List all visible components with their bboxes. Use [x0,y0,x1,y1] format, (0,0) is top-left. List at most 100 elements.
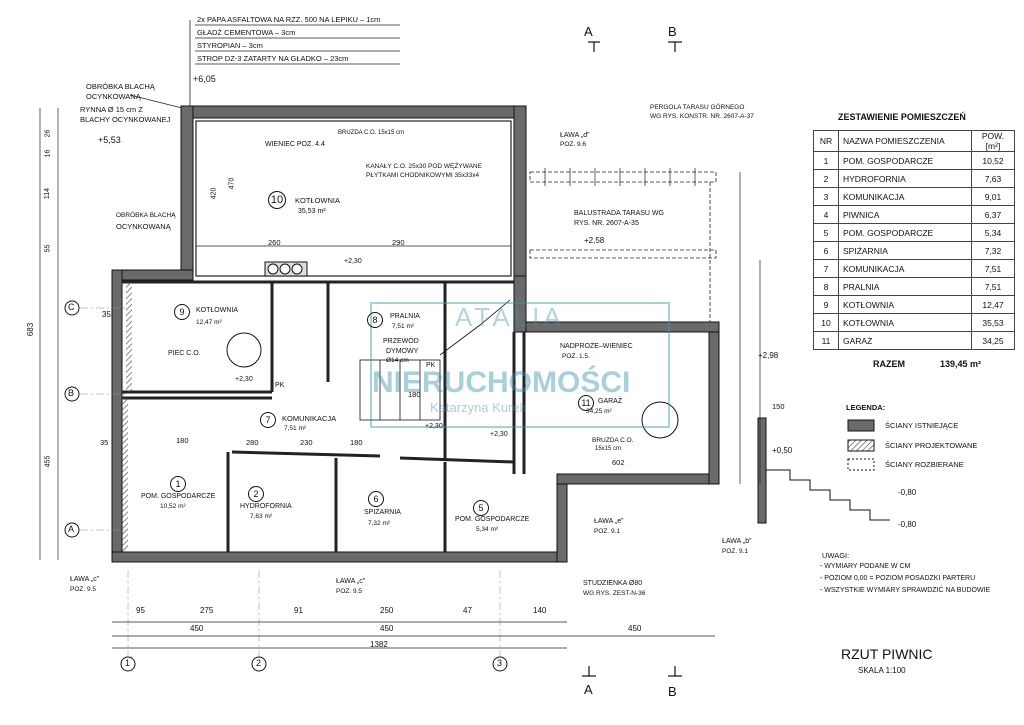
room2-name: HYDROFORNIA [240,503,292,510]
dim-b1-5: 140 [533,606,547,615]
drawing-title: RZUT PIWNIC [841,646,933,662]
walls [111,105,720,563]
room5-area: 5,34 m² [476,526,499,533]
dim-b1-1: 275 [200,606,214,615]
level-605: +6,05 [193,74,216,84]
watermark-line3: Katarzyna Kurek [430,400,527,415]
przewod-3: Ø14 cm [386,357,409,364]
summary-title: ZESTAWIENIE POMIESZCZEŃ [838,112,966,122]
level-050: +0,50 [772,446,793,455]
nadproze-2: POZ. 1.5. [562,353,590,360]
projected-walls-2 [126,282,132,392]
dim-left-2: 114 [44,187,52,200]
dim-602: 602 [612,458,625,467]
summary-cell-area: 34,25 [971,331,1015,350]
header-layer-2: GŁADŹ CEMENTOWA – 3cm [197,28,296,37]
lawa-e-2: POZ. 9.1 [594,528,621,535]
summary-cell-nr: 11 [813,331,839,350]
room10-area: 35,53 m² [298,208,326,215]
axis-b: B [68,388,75,398]
summary-cell-area: 6,37 [971,205,1015,224]
summary-cell-area: 7,32 [971,241,1015,260]
room11-num: 11 [578,395,594,411]
dim-total: 1382 [370,640,388,649]
axis-c: C [68,302,75,312]
interior-walls [122,120,526,552]
section-a-bottom: A [584,682,593,697]
room2-num: 2 [248,486,264,502]
exterior-stairs [757,417,890,524]
dim-b1-2: 91 [294,606,303,615]
dim-left-4: 683 [26,322,36,337]
lawa-c-left-1: ŁAWA „c” [70,576,100,583]
section-markers [582,41,682,677]
notes-title: UWAGI: [822,551,850,560]
legend-swatches [847,419,875,471]
summary-col-name: NAZWA POMIESZCZENIA [838,130,972,152]
level-080a: -0,80 [898,488,917,497]
summary-cell-area: 5,34 [971,223,1015,242]
lawa-e-1: ŁAWA „e” [594,518,624,525]
terrace-outline [529,171,717,322]
dim-b2-0: 450 [190,624,204,633]
garage-circle [641,401,679,439]
axis-bubbles [64,300,508,672]
legend-item-existing: ŚCIANY ISTNIEJĄCE [885,421,959,430]
summary-cell-name: KOMUNIKACJA [838,187,972,206]
summary-cell-area: 7,51 [971,259,1015,278]
notes-item-1: - WYMIARY PODANE W CM [820,563,911,570]
dim-b2-2: 450 [628,624,642,633]
summary-cell-nr: 4 [813,205,839,224]
summary-header-row: NR NAZWA POMIESZCZENIA POW. [m²] [813,130,1015,152]
dim-left-0: 26 [44,129,52,138]
lawa-b-2: POZ. 9.1 [722,548,749,555]
summary-cell-area: 9,01 [971,187,1015,206]
room11-name: GARAŻ [598,398,623,405]
bruzda-top: BRUZDA C.O. 15x15 cm [338,130,405,136]
watermark-line1: ATALIA [455,302,565,332]
balustrada-1: BALUSTRADA TARASU WG [574,210,664,217]
dim-280-a: 180 [176,436,189,445]
summary-col-nr: NR [813,130,839,152]
room10-num: 10 [268,191,286,209]
level-230c: +2,30 [425,423,443,430]
level-230b: +2,30 [235,376,253,383]
przewod-1: PRZEWÓD [383,338,419,345]
bruzda-garaz-1: BRUZDA C.O. [592,437,634,444]
dim-290: 290 [392,238,405,247]
room6-num: 6 [368,491,384,507]
summary-cell-nr: 3 [813,187,839,206]
summary-cell-nr: 10 [813,313,839,332]
summary-cell-name: HYDROFORNIA [838,169,972,188]
room7-area: 7,51 m² [284,425,307,432]
dim-left-3: 55 [44,244,52,253]
rynna-2: BLACHY OCYNKOWANEJ [80,115,171,124]
summary-cell-name: PRALNIA [838,277,972,296]
dim-b1-0: 95 [136,606,145,615]
summary-cell-area: 7,63 [971,169,1015,188]
dim-180-a: 280 [246,438,259,447]
summary-cell-area: 10,52 [971,151,1015,170]
header-layer-1: 2x PAPA ASFALTOWA NA RZZ. 500 NA LEPIKU … [197,15,381,24]
axis-lines [80,307,501,656]
studzienka-2: WG RYS. ZEST-N-36 [583,590,646,597]
room9-area: 12,47 m² [196,319,222,326]
header-layer-4: STROP DZ-3 ZATARTY NA GŁADKO – 23cm [197,54,349,63]
summary-cell-nr: 2 [813,169,839,188]
wieniec-label: WIENIEC POZ. 4.4 [265,141,325,148]
stairs [359,299,511,421]
dim-150: 150 [772,402,785,411]
dim-260: 260 [268,238,281,247]
dim-280-b: 230 [300,438,313,447]
room1-name: POM. GOSPODARCZE [141,493,216,500]
kanaly-1: KANAŁY C.O. 25x30 POD WĘŻYWANE [366,163,482,170]
level-230a: +2,30 [344,258,362,265]
section-a-top: A [584,24,593,39]
pk-label-1: PK [275,382,285,389]
room11-area: 34,25 m² [586,408,612,415]
